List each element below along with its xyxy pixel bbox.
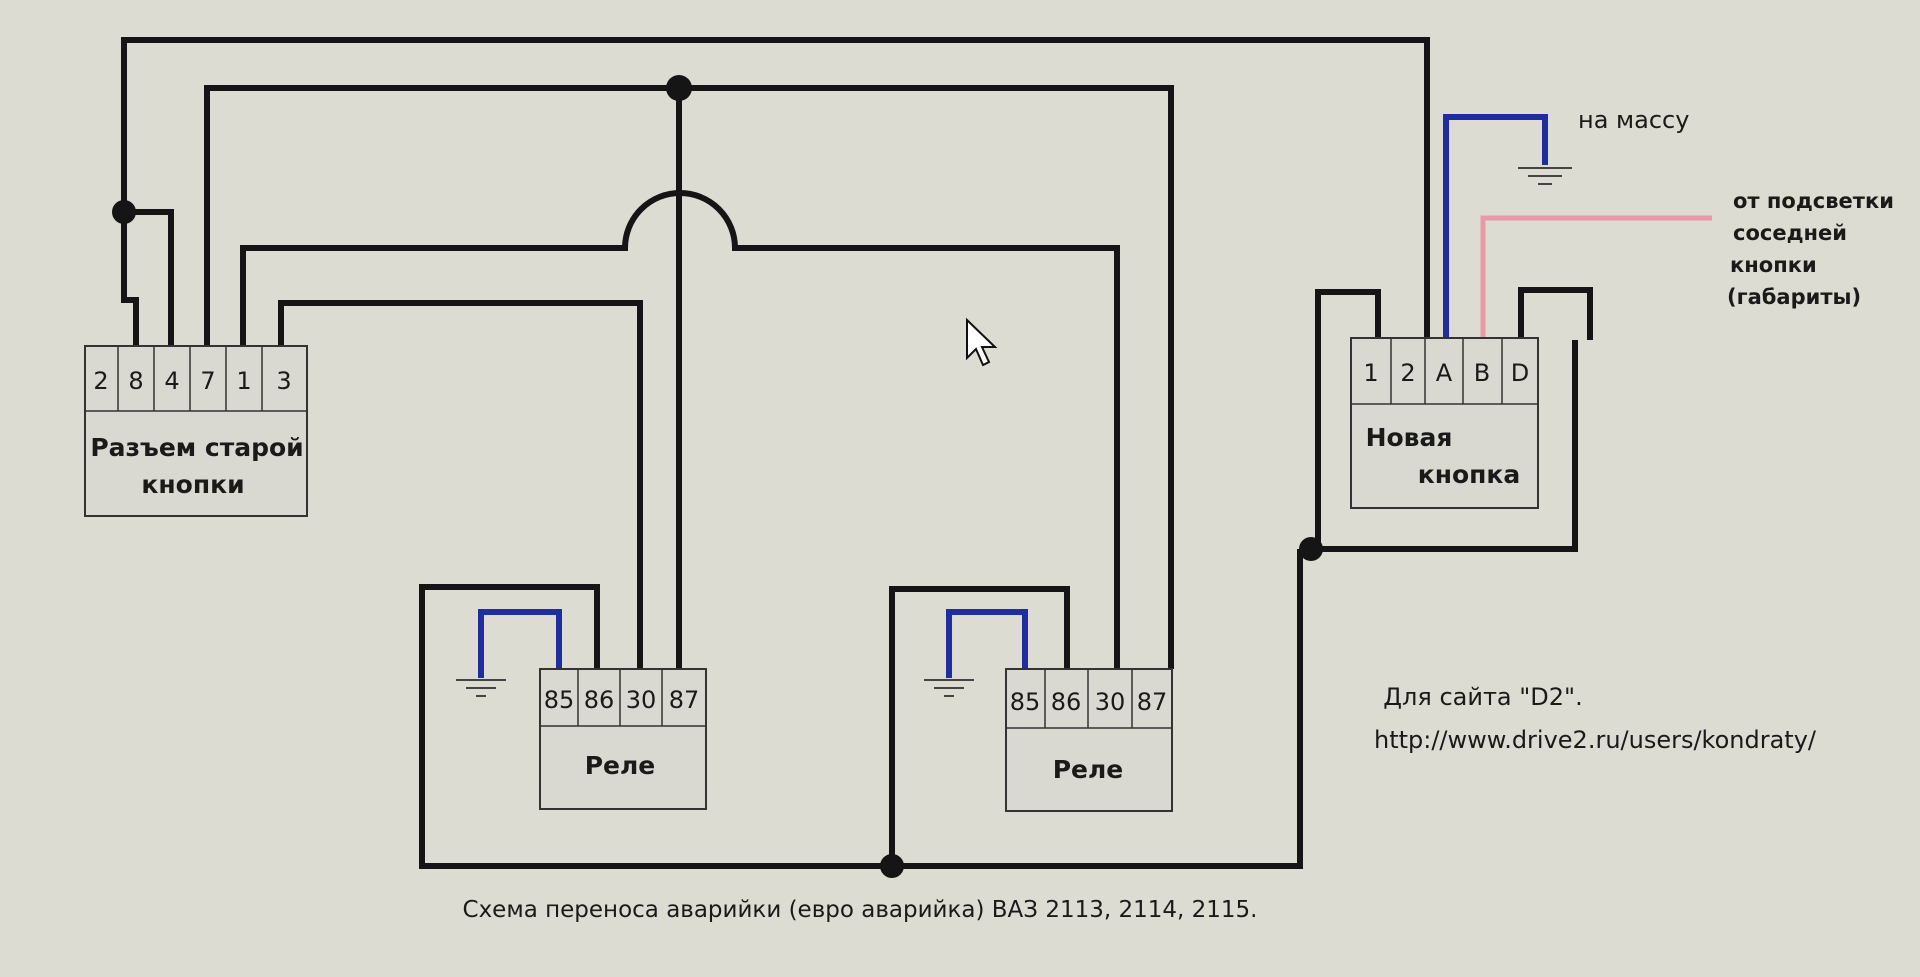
ground-symbol-icon [1518,167,1572,185]
relay-pin-label: 85 [544,686,575,714]
ground-symbol-icon [924,679,974,697]
wire-relay1-85-ground [478,609,562,678]
backlight-note: соседней [1733,221,1847,245]
new-button-label: Новая [1366,423,1453,452]
wire-pin8 [124,209,174,346]
old-connector-label: Разъем старой [90,433,303,462]
new-button-label: кнопка [1418,460,1521,489]
wire-relay2-85-ground [946,609,1028,678]
relay-pin-label: 30 [1095,688,1126,716]
relay-pin-label: 86 [1051,688,1082,716]
wire-pin2-to-new-pin2 [121,37,1430,346]
relay-pin-label: 87 [1137,688,1168,716]
old-pin-label: 4 [164,367,179,395]
wire-pin3-to-relay1-30 [278,300,643,669]
relay-right: 85 86 30 87 Реле [1005,668,1173,812]
relay-pin-label: 87 [669,686,700,714]
wire-new-pinD [1518,287,1593,340]
new-pin-label: 2 [1400,359,1415,387]
junctions [112,75,1323,878]
old-pin-label: 2 [93,367,108,395]
relay-label: Реле [585,751,656,780]
relay-pin-label: 86 [584,686,615,714]
relay-left: 85 86 30 87 Реле [539,668,707,810]
new-pin-label: 1 [1363,359,1378,387]
relay-label: Реле [1053,755,1124,784]
wire-new-pin1-loop [1315,289,1578,552]
old-connector: 2 8 4 7 1 3 Разъем старой кнопки [84,345,308,517]
ground-symbol-icon [456,679,506,697]
wire-new-pinA-ground [1443,114,1548,338]
junction-dot [1299,537,1323,561]
new-button: 1 2 A B D Новая кнопка [1350,337,1539,509]
wire-relay2-86 [889,586,1070,866]
relay-pin-label: 30 [626,686,657,714]
new-pin-label: D [1511,359,1529,387]
relay-pin-label: 85 [1010,688,1041,716]
old-pin-label: 8 [128,367,143,395]
backlight-note: (габариты) [1727,285,1861,309]
new-pin-label: A [1436,359,1453,387]
backlight-note: кнопки [1730,253,1817,277]
mouse-cursor-icon [966,317,998,367]
new-pin-label: B [1474,359,1490,387]
old-pin-label: 3 [276,367,291,395]
wire-pin7-bus [204,85,1174,669]
ground-wires [478,114,1548,678]
credits-site: Для сайта "D2". [1383,683,1582,711]
wire-relay1-86-loop [419,549,1303,869]
old-pin-label: 7 [200,367,215,395]
ground-note: на массу [1578,106,1689,134]
wire-backlight [1480,215,1712,338]
credits-url: http://www.drive2.ru/users/kondraty/ [1374,726,1817,754]
backlight-note: от подсветки [1733,189,1894,213]
junction-dot [666,75,692,101]
junction-dot [880,854,904,878]
diagram-caption: Схема переноса аварийки (евро аварийка) … [463,897,1258,923]
old-pin-label: 1 [236,367,251,395]
old-connector-label: кнопки [141,470,244,499]
junction-dot [112,200,136,224]
